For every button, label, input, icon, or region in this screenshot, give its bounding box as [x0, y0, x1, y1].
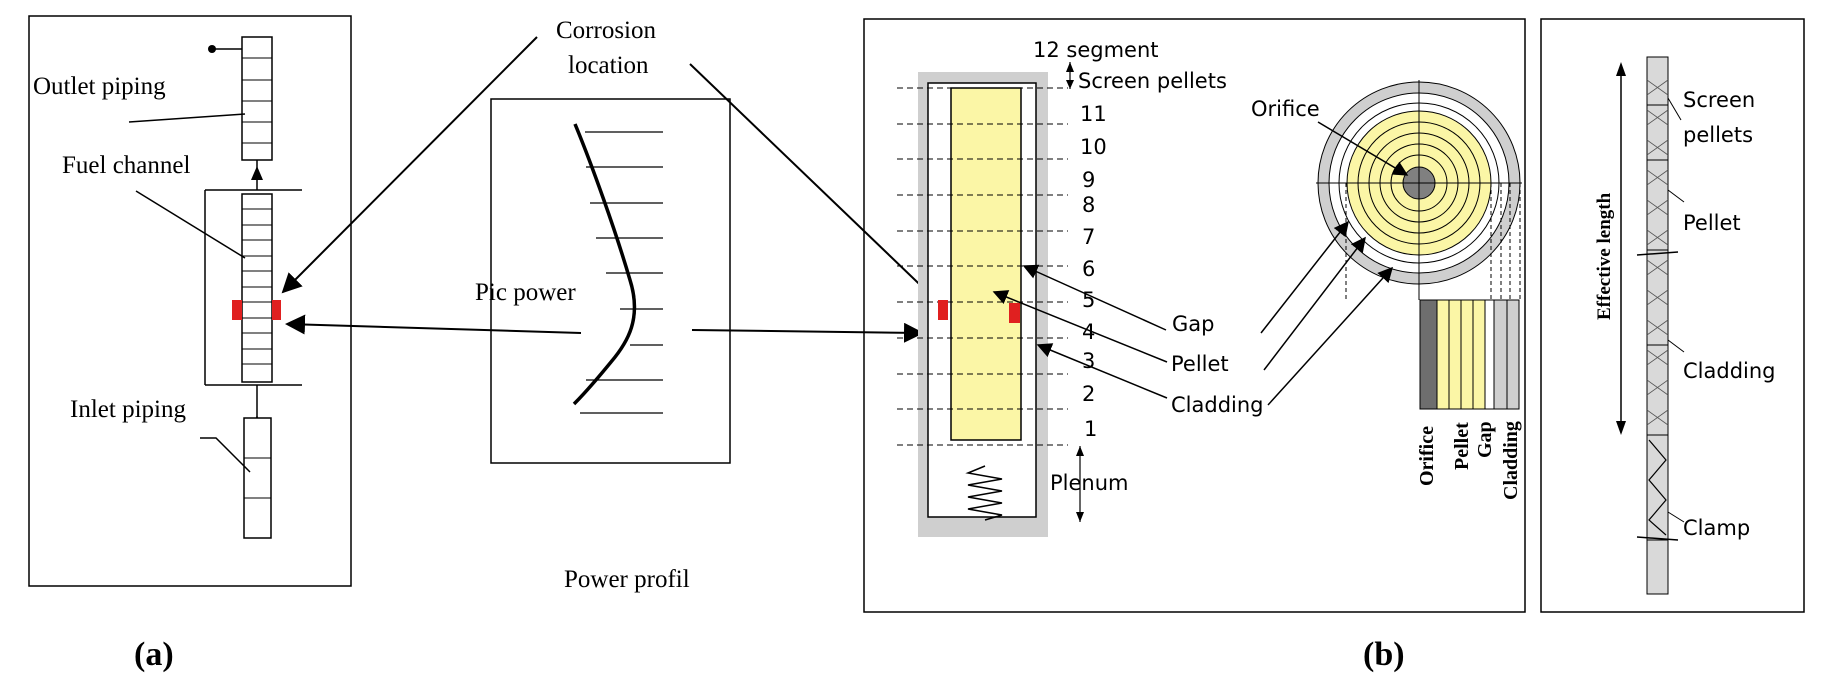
panel-a-frame [28, 15, 352, 587]
segment-numbers: 11 10 9 8 7 6 5 4 3 2 1 [1080, 102, 1107, 441]
pellet-leader [992, 290, 1168, 363]
rod-cross-section [1316, 80, 1522, 300]
gap-leader [1022, 264, 1167, 331]
legend-orifice-swatch [1419, 299, 1438, 410]
outlet-piping-label: Outlet piping [33, 73, 166, 100]
plenum-label: Plenum [1050, 471, 1129, 495]
gap-label: Gap [1172, 312, 1214, 336]
svg-text:8: 8 [1082, 193, 1095, 217]
pic-power-arrow-left [285, 314, 582, 335]
segment-lines [897, 87, 1068, 446]
legend-cladding-label: Cladding [1500, 421, 1522, 500]
svg-text:6: 6 [1082, 257, 1095, 281]
corrosion-mark-right [272, 300, 281, 320]
outlet-piping-leader [128, 113, 246, 123]
effective-length-label: Effective length [1594, 192, 1615, 320]
fuel-rod-dividers [1647, 104, 1668, 541]
fuel-rod-body [1646, 56, 1669, 595]
clamp-spring-icon [1648, 439, 1667, 536]
svg-text:9: 9 [1082, 168, 1095, 192]
power-profile-ticks [580, 131, 663, 414]
rod-cladding-label: Cladding [1683, 359, 1776, 383]
orifice-label: Orifice [1251, 97, 1320, 121]
plenum-spring-icon [965, 465, 1003, 521]
rod-pellet-label: Pellet [1683, 211, 1741, 235]
power-profile: Corrosion location Pic power Power profi… [281, 17, 940, 593]
segment-title: 12 segment [1033, 38, 1159, 62]
corrosion-label-line2: location [568, 52, 649, 79]
corrosion-arrow-right [689, 63, 940, 304]
cladding-leader [1036, 343, 1168, 399]
orifice-leader [1317, 121, 1409, 176]
inlet-piping-segments [243, 417, 272, 539]
power-profil-label: Power profil [564, 566, 690, 593]
rod-clamp-label: Clamp [1683, 516, 1750, 540]
corrosion-mark-left [232, 300, 242, 320]
flow-arrow-upper-icon [251, 166, 263, 180]
legend-pellet-label: Pellet [1451, 422, 1473, 470]
panel-b: 12 segment Screen pellets 11 10 9 8 7 6 … [863, 18, 1526, 673]
svg-text:4: 4 [1082, 320, 1095, 344]
pic-power-label: Pic power [475, 279, 576, 306]
pellet-label: Pellet [1171, 352, 1229, 376]
rod-screen-label-line2: pellets [1683, 123, 1753, 147]
screen-pellets-label: Screen pellets [1078, 69, 1227, 93]
panel-a: Outlet piping Fuel channel [28, 15, 352, 673]
power-profile-frame [490, 98, 731, 464]
legend-gap-label: Gap [1474, 421, 1496, 458]
fuel-channel-segments [241, 193, 273, 383]
panel-c: Effective length Screen pellets Pellet C… [1540, 18, 1805, 613]
material-legend: Orifice Pellet Gap Cladding [1416, 299, 1522, 500]
plenum-arrow-bottom-icon [1076, 512, 1084, 522]
fuel-channel-leader [135, 190, 246, 259]
fuel-channel-label: Fuel channel [62, 152, 190, 179]
svg-text:7: 7 [1082, 225, 1095, 249]
svg-text:3: 3 [1082, 349, 1095, 373]
panel-b-frame [863, 18, 1526, 613]
svg-text:11: 11 [1080, 102, 1107, 126]
rod-corrosion-mark-left [938, 300, 948, 320]
svg-text:10: 10 [1080, 135, 1107, 159]
inlet-piping-label: Inlet piping [70, 396, 186, 423]
legend-gap-swatch [1484, 299, 1495, 410]
rod-corrosion-mark-right [1009, 303, 1020, 323]
corrosion-label-line1: Corrosion [556, 17, 657, 44]
power-profile-curve [572, 123, 637, 406]
cladding-label: Cladding [1171, 393, 1264, 417]
outlet-piping-segments [241, 36, 273, 161]
pic-power-arrow-right [691, 322, 924, 343]
inlet-piping-leader [200, 437, 251, 473]
svg-text:2: 2 [1082, 382, 1095, 406]
caption-b: (b) [1363, 636, 1405, 673]
caption-a: (a) [134, 636, 174, 673]
fuel-rod-texture [1646, 79, 1669, 426]
panel-c-frame [1540, 18, 1805, 613]
fuel-pellet-stack [950, 87, 1022, 441]
corrosion-arrow-left [281, 36, 538, 294]
legend-orifice-label: Orifice [1416, 426, 1438, 486]
plenum-arrow-top-icon [1076, 446, 1084, 456]
rod-screen-label-line1: Screen [1683, 88, 1755, 112]
svg-text:1: 1 [1084, 417, 1097, 441]
svg-text:5: 5 [1082, 288, 1095, 312]
